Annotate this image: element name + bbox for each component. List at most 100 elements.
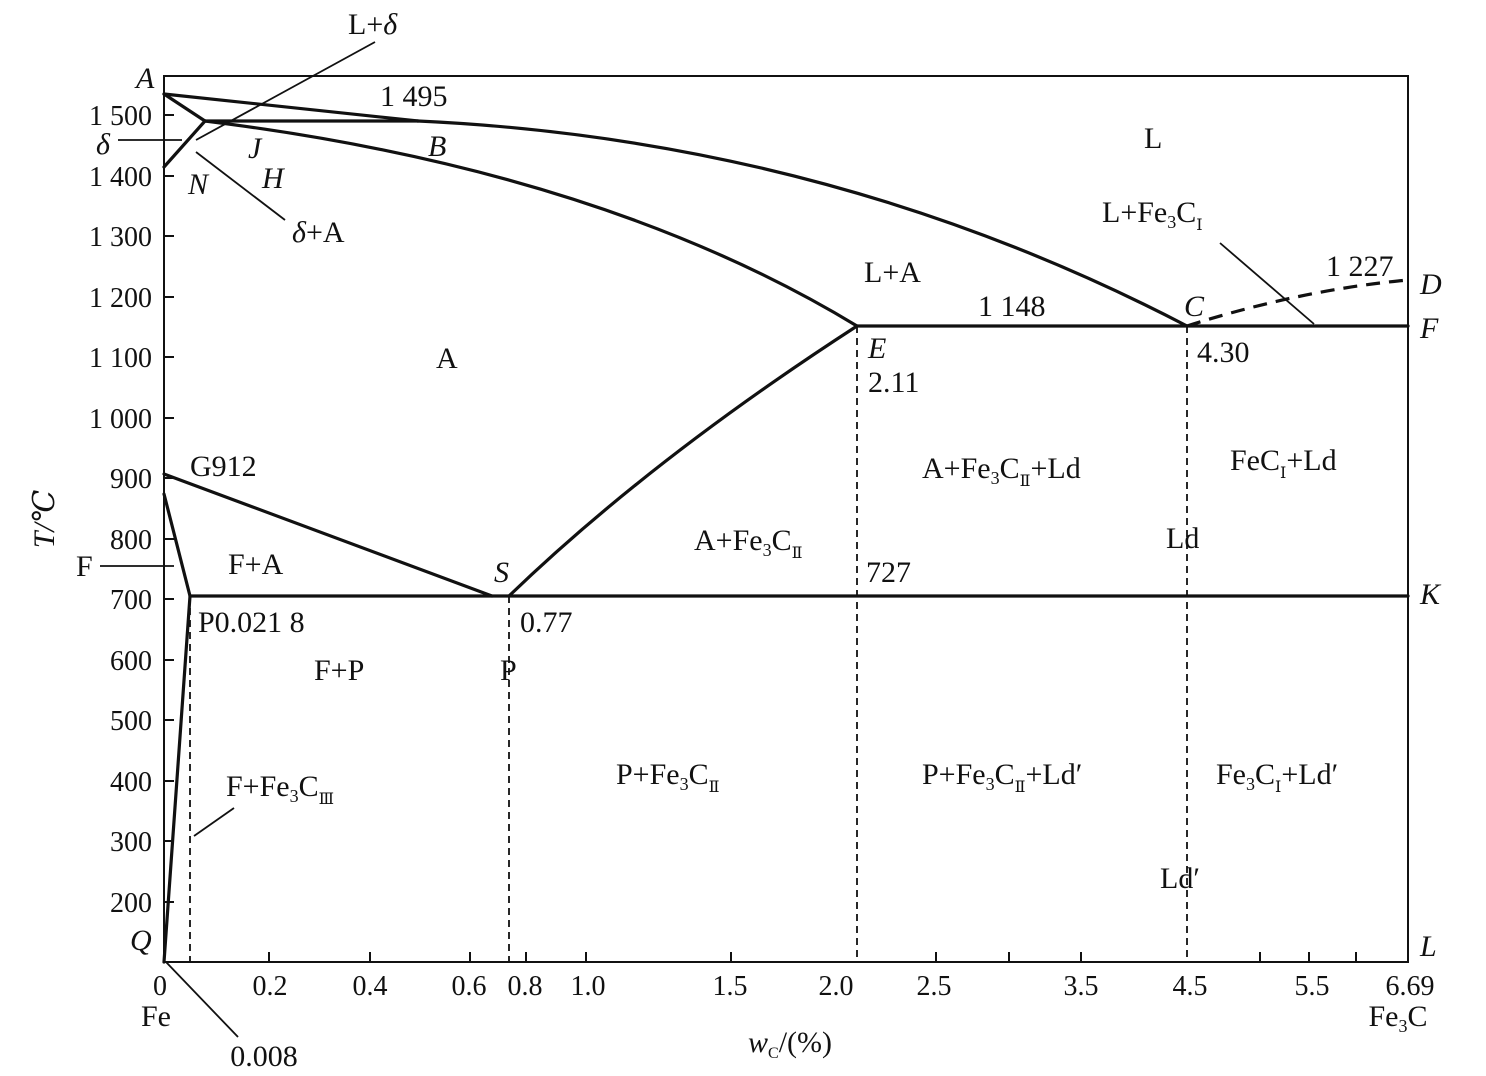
region-p-fe3c-ii-ld-c: C [995, 758, 1015, 791]
region-a-fe3c-ii-roman: Ⅱ [792, 545, 803, 562]
region-f-fe3c-iii-c: C [299, 770, 319, 803]
region-p-fe3c-ii-ld-e: +Ld′ [1026, 758, 1083, 791]
point-g-912: G912 [190, 450, 257, 483]
x-right-end-label: Fe3C [1368, 1000, 1427, 1036]
y-tick-label: 400 [110, 767, 152, 798]
fe3c-sub: 3 [1398, 1016, 1407, 1036]
cementite-cd-dashed [1186, 278, 1409, 328]
region-f-fe3c-iii-a: F+Fe [226, 770, 290, 803]
y-tick-label: 700 [110, 585, 152, 616]
leader-l-delta [195, 41, 376, 141]
region-delta-a-rest: +A [306, 216, 345, 249]
region-f-fe3c-iii-roman: Ⅲ [319, 791, 334, 808]
x-tick-label: 1.0 [571, 971, 606, 1002]
plot-frame [163, 75, 1409, 963]
region-a-fe3c-ii-ld-sub: 3 [991, 468, 1000, 488]
dashed-verticals [189, 326, 1188, 962]
region-ld: Ld [1166, 522, 1199, 555]
comp-2-11: 2.11 [868, 366, 919, 399]
y-tick-label: 900 [110, 464, 152, 495]
point-f: F [1419, 312, 1439, 345]
point-q: Q [130, 924, 152, 957]
point-h: H [261, 162, 286, 195]
y-tick-label: 1 100 [89, 343, 152, 374]
x-title-w: w [748, 1026, 768, 1059]
phase-lines [162, 92, 1410, 964]
region-fec-i-ld: FeCⅠ+Ld [1230, 444, 1337, 482]
liquidus-ab-line [162, 92, 420, 123]
region-a-fe3c-ii: A+Fe3CⅡ [694, 524, 802, 562]
comp-0-77: 0.77 [520, 606, 573, 639]
point-a: A [134, 62, 155, 95]
region-l-fe3c-i-sub: 3 [1167, 212, 1176, 232]
region-delta-a-d: δ [292, 216, 307, 249]
x-axis-title: wC/(%) [748, 1026, 832, 1062]
y-tick-label: 300 [110, 827, 152, 858]
y-tick-label: 500 [110, 706, 152, 737]
point-k: K [1419, 578, 1442, 611]
x-tick-label: 2.5 [917, 971, 952, 1002]
region-delta: δ [96, 128, 111, 161]
region-l: L [1144, 122, 1162, 155]
region-f-fe3c-iii: F+Fe3CⅢ [226, 770, 334, 808]
x-tick-label: 1.5 [713, 971, 748, 1002]
y-tick-label: 1 300 [89, 222, 152, 253]
region-l-fe3c-i-a: L+Fe [1102, 196, 1167, 229]
region-fe3c-i-ld-e: +Ld′ [1281, 758, 1338, 791]
region-l-fe3c-i: L+Fe3CⅠ [1102, 196, 1203, 234]
region-fec-i-ld-roman: Ⅰ [1280, 465, 1286, 482]
region-fe3c-i-ld: Fe3CⅠ+Ld′ [1216, 758, 1338, 796]
region-p-fe3c-ii-a: P+Fe [616, 758, 680, 791]
x-tick-label: 6.69 [1386, 971, 1435, 1002]
region-labels: L L+δ δ δ+A L+A L+Fe3CⅠ A F F+A A+Fe3CⅡ … [76, 8, 1338, 895]
region-fe3c-i-ld-c: C [1255, 758, 1275, 791]
region-l-fe3c-i-roman: Ⅰ [1196, 217, 1202, 234]
y-tick-label: 600 [110, 646, 152, 677]
y-tick-label: 1 200 [89, 283, 152, 314]
region-p-fe3c-ii-roman: Ⅱ [709, 779, 720, 796]
x-tick-label: 2.0 [819, 971, 854, 1002]
temp-1495: 1 495 [380, 80, 448, 113]
region-fe3c-i-ld-sub: 3 [1246, 774, 1255, 794]
region-a-fe3c-ii-ld-a: A+Fe [922, 452, 991, 485]
y-tick-label: 1 500 [89, 101, 152, 132]
x-note-label: 0.008 [230, 1040, 298, 1073]
region-f-p: F+P [314, 654, 364, 687]
region-a-fe3c-ii-ld-roman: Ⅱ [1020, 473, 1031, 490]
liquidus-bc-line [416, 119, 1189, 328]
point-b: B [428, 130, 446, 163]
leader-l-fe3c [1219, 242, 1315, 325]
x-tick-label: 4.5 [1173, 971, 1208, 1002]
y-axis-title: T/℃ [28, 490, 61, 549]
region-l-fe3c-i-c: C [1176, 196, 1196, 229]
region-f: F [76, 550, 93, 583]
region-fec-i-ld-c: +Ld [1286, 444, 1336, 477]
point-e: E [867, 332, 886, 365]
point-s: S [494, 556, 509, 589]
region-l-delta: L+δ [348, 8, 398, 41]
x-axis-ticks [268, 952, 1357, 962]
point-j: J [248, 132, 263, 165]
x-tick-label: 3.5 [1064, 971, 1099, 1002]
leader-lines [100, 41, 1315, 837]
x-tick-label: 0 [153, 971, 167, 1002]
temp-727: 727 [866, 556, 911, 589]
point-n: N [187, 168, 210, 201]
pq-line [162, 594, 192, 964]
region-a-fe3c-ii-a: A+Fe [694, 524, 763, 557]
value-labels: 1 495 1 148 1 227 727 2.11 4.30 0.77 G91… [190, 80, 1394, 639]
leader-f-fe3ciii [193, 807, 235, 837]
region-fe3c-i-ld-roman: Ⅰ [1275, 779, 1281, 796]
region-ld-prime: Ld′ [1160, 862, 1200, 895]
solidus-ah-line [162, 92, 207, 123]
region-delta-a: δ+A [292, 216, 345, 249]
region-a: A [436, 342, 458, 375]
x-title-sub: C [768, 1045, 779, 1062]
y-tick-label: 1 400 [89, 162, 152, 193]
region-p-fe3c-ii-ld: P+Fe3CⅡ+Ld′ [922, 758, 1082, 796]
y-tick-labels: 1 500 1 400 1 300 1 200 1 100 1 000 900 … [89, 101, 152, 919]
x-tick-labels: 0 0.2 0.4 0.6 0.8 1.0 1.5 2.0 2.5 3.5 4.… [153, 971, 1435, 1002]
fe3c-fe: Fe [1368, 1000, 1398, 1033]
solvus-es-line [507, 324, 859, 598]
region-f-a: F+A [228, 548, 284, 581]
